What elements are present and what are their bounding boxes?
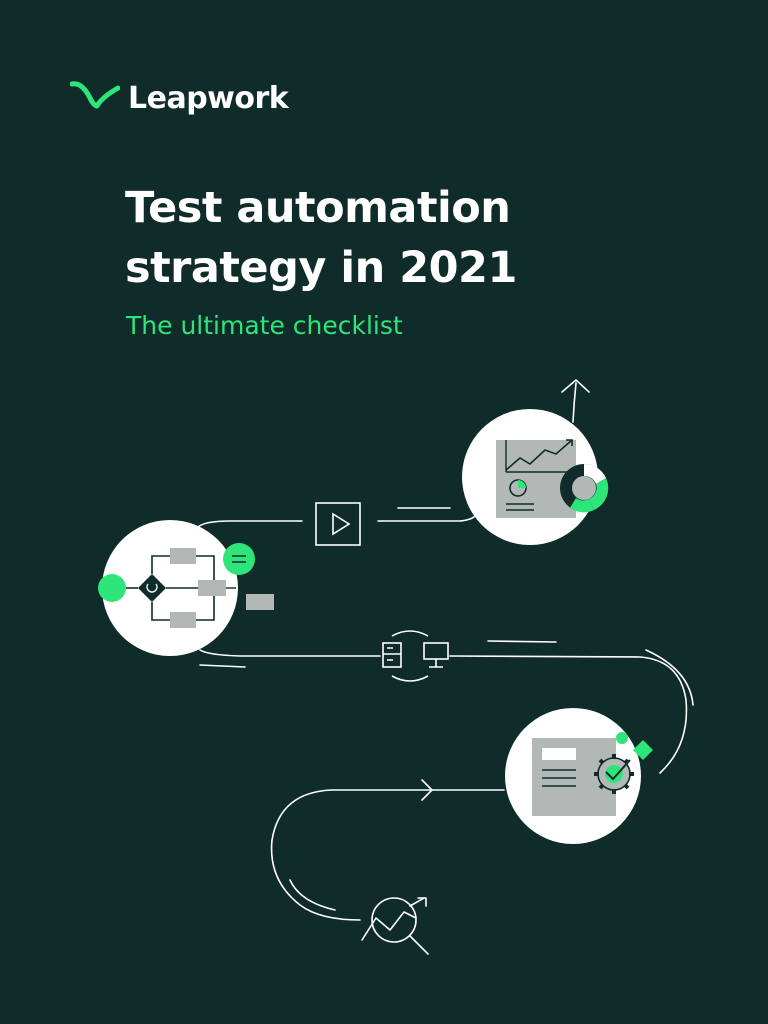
- title-line-1: Test automation: [125, 183, 511, 233]
- analytics-dashboard-icon: [462, 409, 609, 545]
- page-title: Test automation strategy in 2021: [125, 178, 517, 298]
- settings-check-icon: [505, 708, 653, 844]
- play-button-icon: [315, 502, 361, 546]
- leapwork-check-icon: [70, 81, 120, 109]
- flow-diagram-icon: [98, 520, 274, 656]
- page-subtitle: The ultimate checklist: [126, 311, 403, 340]
- server-computer-icon: [382, 630, 449, 682]
- title-line-2: strategy in 2021: [125, 243, 517, 293]
- magnifier-chart-icon: [361, 897, 429, 955]
- brand-name: Leapwork: [128, 80, 289, 116]
- brand-logo: Leapwork: [70, 76, 289, 116]
